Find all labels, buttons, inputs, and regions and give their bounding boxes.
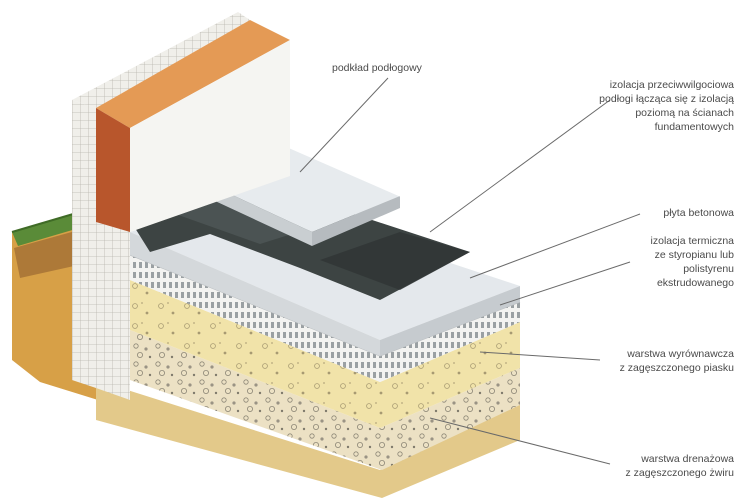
sand-leveling-layer xyxy=(130,280,520,428)
label-damp-proof: izolacja przeciwwilgociowa podłogi łączą… xyxy=(599,78,734,134)
foundation-wall xyxy=(72,12,290,400)
label-thermal-insulation-line-4: ekstrudowanego xyxy=(656,277,734,289)
label-leveling-line-1: warstwa wyrównawcza xyxy=(627,348,734,360)
label-concrete-slab-text: płyta betonowa xyxy=(663,207,734,219)
label-drainage-line-1: warstwa drenażowa xyxy=(641,453,734,465)
leader-lines xyxy=(299,77,641,465)
leader-damp-proof xyxy=(429,99,611,233)
leader-leveling xyxy=(479,351,601,361)
label-concrete-slab: płyta betonowa xyxy=(663,206,734,220)
label-subfloor: podkład podłogowy xyxy=(332,61,422,75)
label-subfloor-text: podkład podłogowy xyxy=(332,62,422,74)
leader-subfloor xyxy=(299,77,389,173)
leader-drainage xyxy=(429,417,611,465)
label-thermal-insulation-line-3: polistyrenu xyxy=(683,263,734,275)
label-damp-proof-line-4: fundamentowych xyxy=(654,121,734,133)
label-thermal-insulation-line-1: izolacja termiczna xyxy=(650,235,734,247)
leader-thermal-insulation xyxy=(499,261,631,306)
label-leveling-line-2: z zagęszczonego piasku xyxy=(619,362,734,374)
label-thermal-insulation: izolacja termiczna ze styropianu lub pol… xyxy=(651,234,734,290)
label-thermal-insulation-line-2: ze styropianu lub xyxy=(654,249,734,261)
label-damp-proof-line-1: izolacja przeciwwilgociowa xyxy=(609,79,734,91)
label-damp-proof-line-2: podłogi łącząca się z izolacją xyxy=(599,93,734,105)
label-leveling-layer: warstwa wyrównawcza z zagęszczonego pias… xyxy=(620,347,734,375)
leader-concrete-slab xyxy=(469,213,641,279)
label-drainage-line-2: z zagęszczonego żwiru xyxy=(625,467,734,479)
label-damp-proof-line-3: poziomą na ścianach xyxy=(635,107,734,119)
label-drainage-layer: warstwa drenażowa z zagęszczonego żwiru xyxy=(625,452,734,480)
drainage-gravel-layer xyxy=(96,330,520,498)
